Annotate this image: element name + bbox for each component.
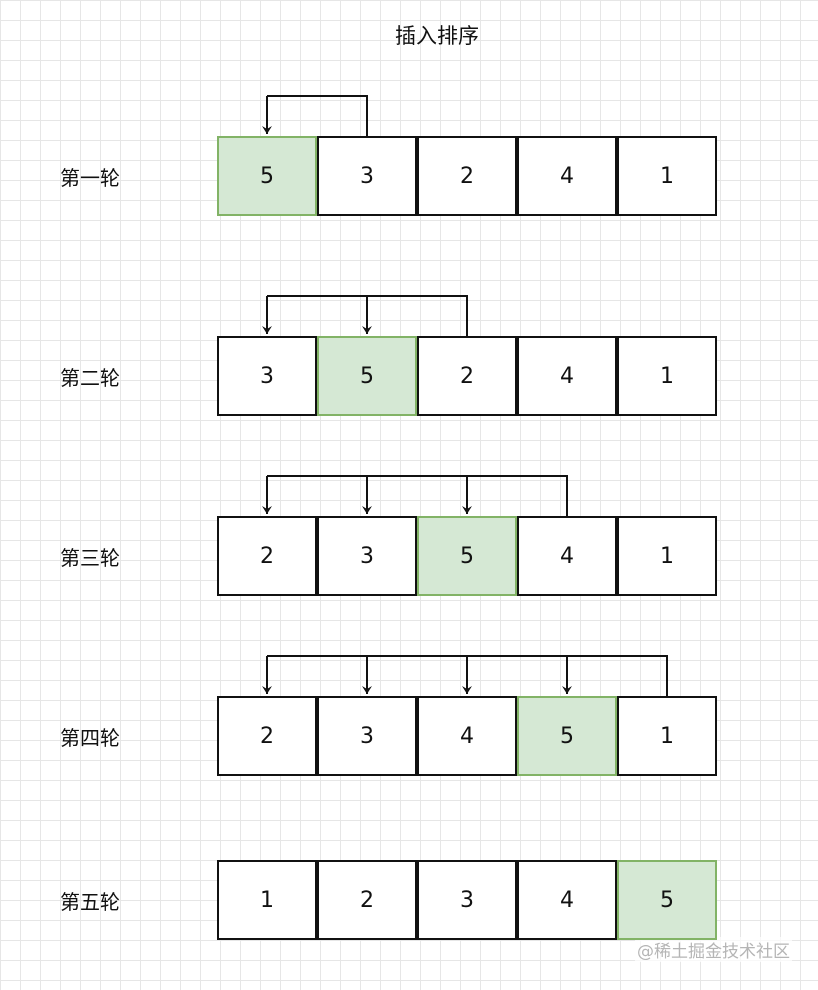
arrow-source-line: [267, 295, 468, 336]
round-label: 第一轮: [60, 166, 120, 190]
array-cell: 2: [217, 516, 317, 596]
round-label: 第三轮: [60, 546, 120, 570]
array-cell: 2: [417, 336, 517, 416]
array-cell: 2: [317, 860, 417, 940]
array-cell: 4: [517, 860, 617, 940]
array-cell-highlighted: 5: [517, 696, 617, 776]
array-cell-highlighted: 5: [317, 336, 417, 416]
array-cell: 3: [417, 860, 517, 940]
round-label: 第五轮: [60, 890, 120, 914]
round-label: 第四轮: [60, 726, 120, 750]
arrow-source-line: [267, 475, 568, 516]
diagram-title: 插入排序: [395, 24, 479, 48]
array-cell-highlighted: 5: [417, 516, 517, 596]
array-cell: 1: [617, 336, 717, 416]
array-cell: 3: [317, 136, 417, 216]
array-cell: 1: [617, 696, 717, 776]
array-cell: 3: [217, 336, 317, 416]
array-cell: 1: [617, 516, 717, 596]
array-cell: 4: [517, 516, 617, 596]
array-cell: 4: [517, 136, 617, 216]
array-cell: 3: [317, 696, 417, 776]
array-cell-highlighted: 5: [617, 860, 717, 940]
array-cell: 2: [217, 696, 317, 776]
array-cell: 3: [317, 516, 417, 596]
arrow-source-line: [267, 655, 668, 696]
array-cell: 4: [517, 336, 617, 416]
array-cell: 1: [217, 860, 317, 940]
array-cell-highlighted: 5: [217, 136, 317, 216]
array-cell: 4: [417, 696, 517, 776]
array-cell: 2: [417, 136, 517, 216]
round-label: 第二轮: [60, 366, 120, 390]
watermark: @稀土掘金技术社区: [635, 937, 792, 962]
array-cell: 1: [617, 136, 717, 216]
arrow-source-line: [267, 95, 368, 136]
